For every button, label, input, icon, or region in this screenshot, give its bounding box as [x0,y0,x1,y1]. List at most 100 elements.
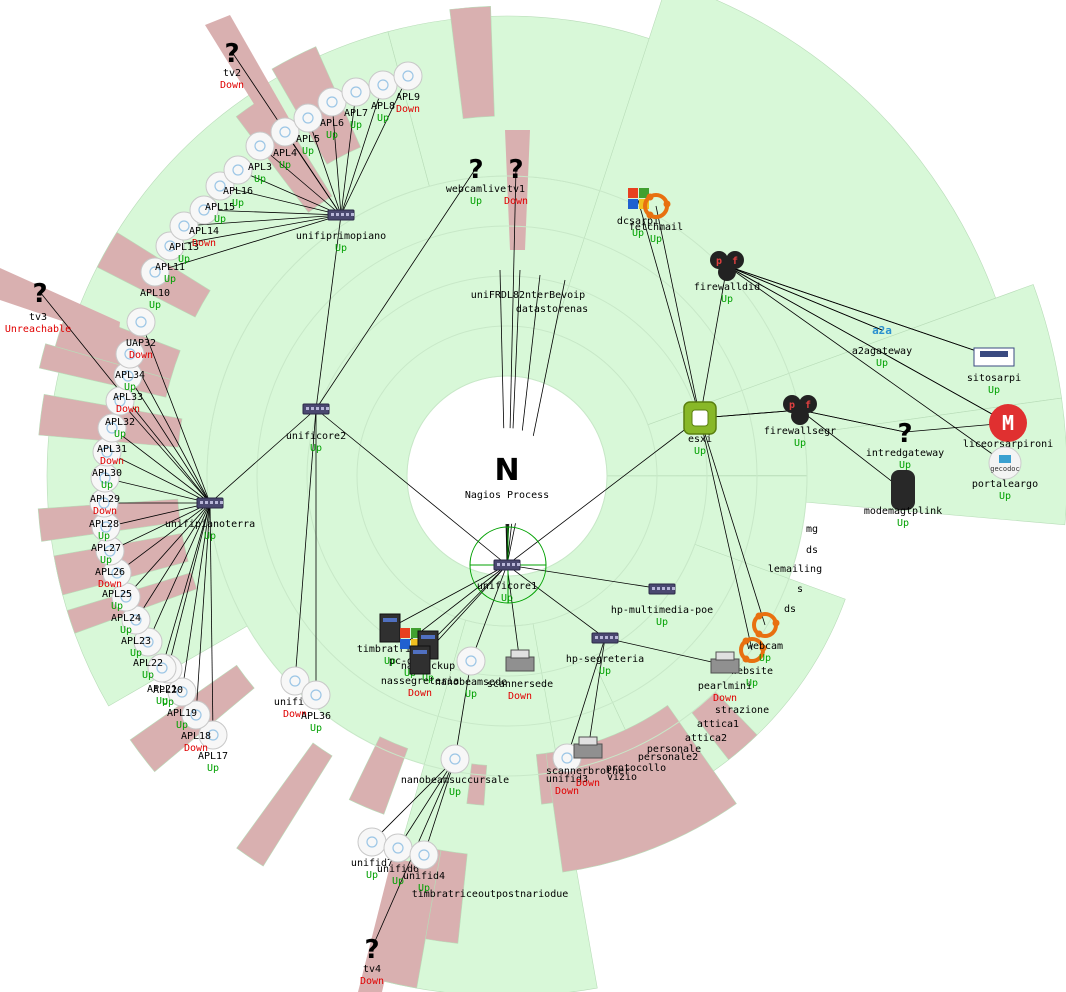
down-sector [271,46,361,165]
overlap-label: lemailing [768,564,822,575]
host-status: Up [350,120,362,131]
host-status: Up [470,196,482,207]
host-status: Up [114,429,126,440]
host-name: intredgateway [866,448,944,459]
down-sector [348,736,409,815]
host-name: nassegreteria [381,676,459,687]
ap-icon [245,131,275,161]
host-status: Up [130,648,142,659]
overlap-label: ds [784,604,796,615]
link-nanobeamsede [470,564,508,662]
host-name: hp-multimedia-poe [611,605,713,616]
host-name: sitosarpi [967,373,1021,384]
link-APL26 [109,502,211,552]
host-status: Up [279,160,291,171]
host-name: unifiprimopiano [296,231,386,242]
link-UAP32 [140,321,211,504]
host-status: Up [302,146,314,157]
unknown-icon: ? [508,155,523,185]
overlap-label: personale2 [638,752,698,763]
host-status: Up [465,689,477,700]
host-status: Down [283,709,307,720]
nagios-process-node[interactable]: N Nagios Process [459,428,555,524]
tv3-sector [0,268,120,340]
host-status: Up [418,883,430,894]
link-extra [726,265,995,358]
host-status: Up [650,234,662,245]
host-liceo[interactable]: MliceorsarpironiUp [963,404,1053,462]
ring-guide [256,225,758,727]
link-APL29 [104,477,211,504]
host-name: APL33 [113,392,143,403]
link-APL27 [105,502,211,528]
host-name: hp-segreteria [566,654,644,665]
host-name: scannersede [487,679,553,690]
switch-icon [648,583,676,595]
ubuntu-icon [752,612,780,638]
host-name: APL27 [91,543,121,554]
link-pearlmini [604,637,726,666]
switch-icon [493,559,521,571]
host-name: APL16 [223,186,253,197]
host-name: fetchmail [629,222,683,233]
